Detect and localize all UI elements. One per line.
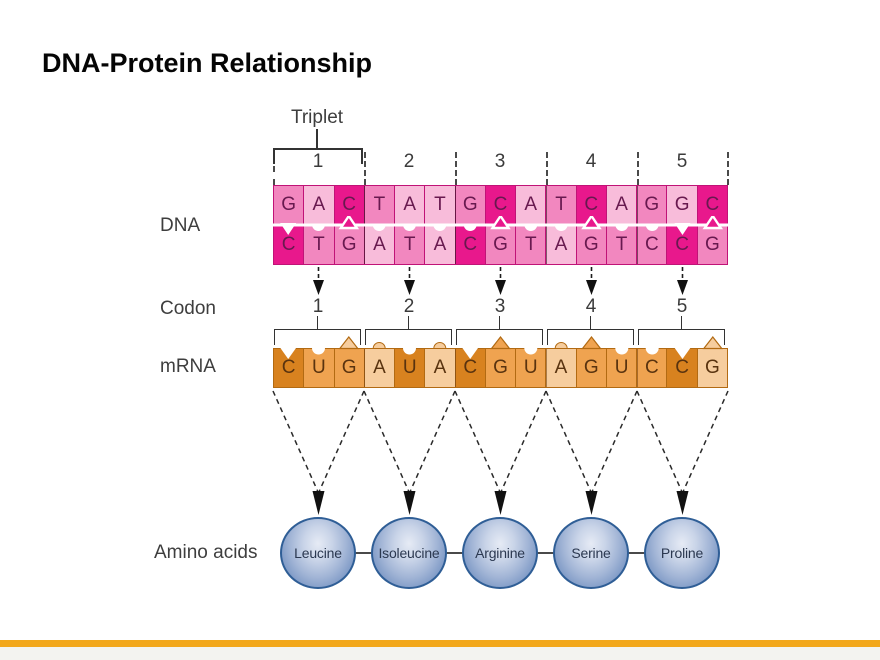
codon-row-label: Codon xyxy=(160,298,216,319)
mrna-group-divider xyxy=(364,349,365,387)
amino-acid-circle: Proline xyxy=(644,517,720,589)
triplet-label: Triplet xyxy=(290,107,344,128)
codon-stem xyxy=(499,316,500,329)
dna-base-cell: C xyxy=(334,186,365,224)
mrna-base-cell: G xyxy=(576,349,607,387)
codon-stem xyxy=(681,316,682,329)
page-title: DNA-Protein Relationship xyxy=(42,48,373,78)
mrna-group-divider xyxy=(455,349,456,387)
amino-chain-link xyxy=(537,552,554,554)
mrna-base-cell: C xyxy=(637,349,668,387)
bottom-accent-bar xyxy=(0,640,880,647)
mrna-base-cell: U xyxy=(304,349,335,387)
mrna-edge-decoration xyxy=(280,336,724,359)
triplet-bracket xyxy=(273,148,363,164)
dna-base-cell: C xyxy=(455,226,486,264)
triplet-boundary-tick xyxy=(455,152,457,185)
dna-strand-junction-wave xyxy=(273,216,728,235)
triplet-number: 2 xyxy=(403,151,415,172)
codon-bracket xyxy=(365,329,452,345)
dna-base-cell: T xyxy=(546,186,577,224)
dna-base-cell: G xyxy=(637,186,668,224)
dna-base-cell: G xyxy=(697,226,727,264)
dna-bottom-strand: C T G A T A C G T A G T C C G xyxy=(273,225,728,265)
dna-base-cell: A xyxy=(304,186,335,224)
triplet-boundary-tick xyxy=(637,152,639,185)
triplet-number: 4 xyxy=(585,151,597,172)
codon-stem xyxy=(317,316,318,329)
dna-base-cell: T xyxy=(364,186,396,224)
codon-number: 4 xyxy=(585,296,597,317)
dna-base-cell: G xyxy=(485,226,517,264)
dna-base-cell: G xyxy=(455,186,486,224)
dna-base-cell: C xyxy=(576,186,607,224)
codon-bracket xyxy=(638,329,725,345)
dna-base-cell: C xyxy=(274,226,305,264)
dna-base-cell: A xyxy=(546,226,577,264)
amino-acid-circle: Arginine xyxy=(462,517,538,589)
dna-base-cell: T xyxy=(516,226,547,264)
mrna-row-label: mRNA xyxy=(160,356,216,377)
amino-acid-circle: Leucine xyxy=(280,517,356,589)
codon-bracket xyxy=(274,329,361,345)
codon-stem xyxy=(408,316,409,329)
mrna-base-cell: A xyxy=(546,349,577,387)
amino-acid-circle: Isoleucine xyxy=(371,517,447,589)
triplet-number: 5 xyxy=(676,151,688,172)
mrna-base-cell: A xyxy=(364,349,396,387)
dna-base-cell: T xyxy=(395,226,426,264)
triplet-label-stem xyxy=(316,129,318,148)
dna-to-codon-arrows xyxy=(313,267,688,295)
dna-base-cell: A xyxy=(516,186,547,224)
dna-base-cell: G xyxy=(667,186,698,224)
codon-number: 5 xyxy=(676,296,688,317)
triplet-number: 1 xyxy=(312,151,324,172)
dna-base-cell: T xyxy=(425,186,456,224)
codon-bracket xyxy=(456,329,543,345)
dna-base-cell: G xyxy=(274,186,305,224)
codon-number: 1 xyxy=(312,296,324,317)
dna-base-cell: G xyxy=(576,226,607,264)
dna-base-cell: A xyxy=(364,226,396,264)
amino-chain-link xyxy=(355,552,372,554)
mrna-base-cell: U xyxy=(516,349,547,387)
dna-base-cell: T xyxy=(606,226,638,264)
mrna-base-cell: G xyxy=(697,349,727,387)
dna-base-cell: C xyxy=(667,226,698,264)
codon-number: 3 xyxy=(494,296,506,317)
amino-chain-link xyxy=(628,552,645,554)
triplet-boundary-tick xyxy=(727,152,729,185)
dna-base-cell: G xyxy=(334,226,365,264)
mrna-base-cell: U xyxy=(606,349,638,387)
triplet-number: 3 xyxy=(494,151,506,172)
triplet-boundary-tick xyxy=(273,166,275,185)
codon-bracket xyxy=(547,329,634,345)
dna-base-cell: A xyxy=(395,186,426,224)
mrna-base-cell: C xyxy=(667,349,698,387)
dna-base-cell: C xyxy=(637,226,668,264)
dna-row-label: DNA xyxy=(160,215,201,236)
mrna-strand: C U G A U A C G U A G U C C G xyxy=(273,348,728,388)
triplet-boundary-tick xyxy=(364,152,366,185)
triplet-boundary-tick xyxy=(546,152,548,185)
mrna-base-cell: G xyxy=(485,349,517,387)
dna-top-strand: G A C T A T G C A T C A G G C xyxy=(273,185,728,225)
mrna-group-divider xyxy=(546,349,547,387)
dna-base-cell: A xyxy=(606,186,638,224)
amino-acids-row-label: Amino acids xyxy=(154,542,258,563)
codon-number: 2 xyxy=(403,296,415,317)
amino-chain-link xyxy=(446,552,463,554)
mrna-base-cell: U xyxy=(395,349,426,387)
dna-base-cell: A xyxy=(425,226,456,264)
codon-stem xyxy=(590,316,591,329)
amino-acid-circle: Serine xyxy=(553,517,629,589)
codon-to-amino-acid-lines xyxy=(272,390,729,515)
mrna-group-divider xyxy=(637,349,638,387)
dna-base-cell: T xyxy=(304,226,335,264)
footer-strip xyxy=(0,647,880,660)
